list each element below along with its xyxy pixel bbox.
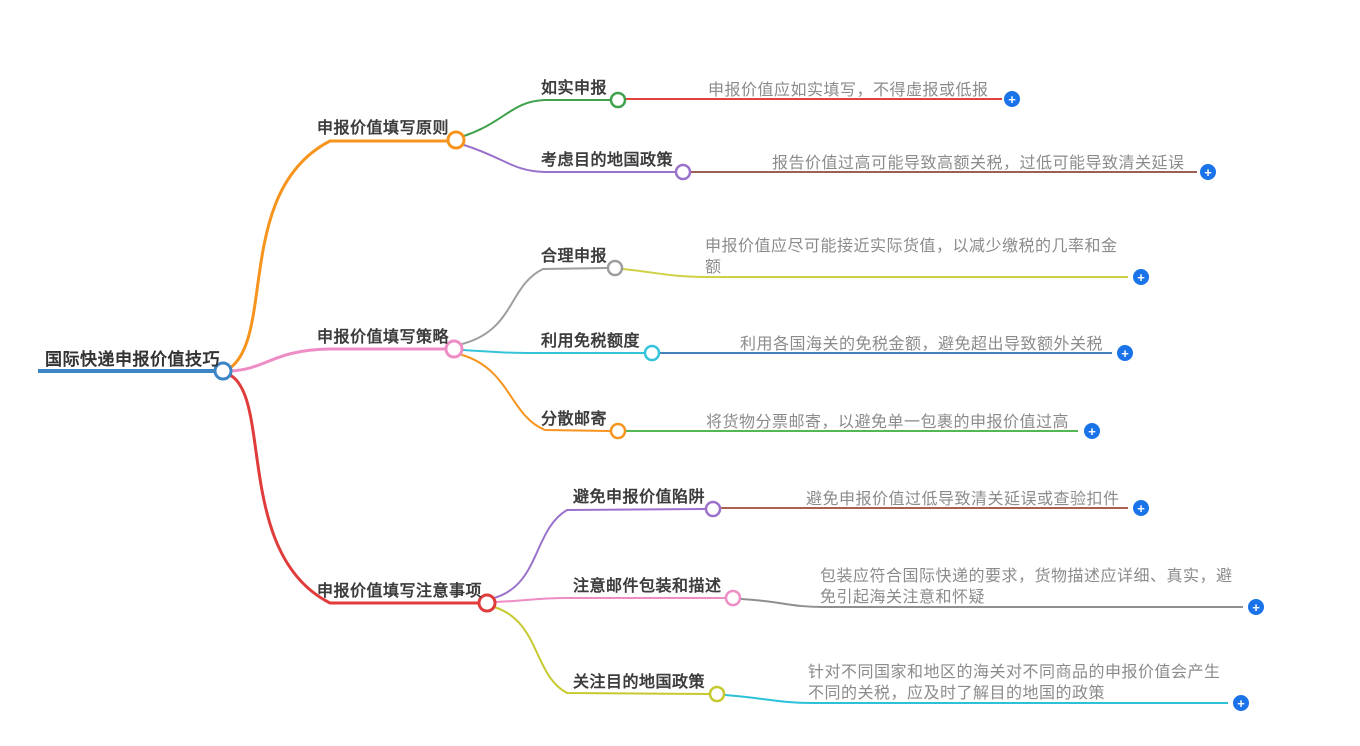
- leaf-note-dutyfree[interactable]: 利用各国海关的免税金额，避免超出导致额外关税: [740, 336, 1104, 353]
- plus-icon: +: [1008, 91, 1016, 107]
- child-handle-split[interactable]: [609, 422, 627, 440]
- add-child-button-trap[interactable]: +: [1133, 500, 1149, 516]
- plus-icon: +: [1121, 345, 1129, 361]
- child-handle-packaging[interactable]: [724, 589, 742, 607]
- leaf-note-trap[interactable]: 避免申报价值过低导致清关延误或查验扣件: [806, 491, 1120, 508]
- child-handle-policy[interactable]: [674, 163, 692, 181]
- child-curve-packaging: [494, 597, 726, 603]
- add-child-button-packaging[interactable]: +: [1248, 599, 1264, 615]
- plus-icon: +: [1137, 269, 1145, 285]
- add-child-button-reasonable[interactable]: +: [1133, 269, 1149, 285]
- leaf-note-policy[interactable]: 报告价值过高可能导致高额关税，过低可能导致清关延误: [772, 155, 1185, 172]
- leaf-note-destination[interactable]: 针对不同国家和地区的海关对不同商品的申报价值会产生不同的关税，应及时了解目的地国…: [808, 664, 1221, 702]
- child-label-split[interactable]: 分散邮寄: [541, 411, 608, 428]
- add-child-button-split[interactable]: +: [1084, 423, 1100, 439]
- plus-icon: +: [1237, 695, 1245, 711]
- child-label-packaging[interactable]: 注意邮件包装和描述: [573, 578, 722, 595]
- child-handle-trap[interactable]: [704, 500, 722, 518]
- leaf-note-reasonable[interactable]: 申报价值应尽可能接近实际货值，以减少缴税的几率和金额: [705, 238, 1118, 276]
- child-handle-dutyfree[interactable]: [643, 344, 661, 362]
- leaf-note-split[interactable]: 将货物分票邮寄，以避免单一包裹的申报价值过高: [706, 414, 1070, 431]
- child-label-destination[interactable]: 关注目的地国政策: [573, 674, 706, 691]
- root-node-label[interactable]: 国际快递申报价值技巧: [45, 350, 220, 369]
- child-label-policy[interactable]: 考虑目的地国政策: [541, 152, 674, 169]
- plus-icon: +: [1088, 423, 1096, 439]
- plus-icon: +: [1137, 500, 1145, 516]
- child-handle-reasonable[interactable]: [606, 259, 624, 277]
- child-label-honest[interactable]: 如实申报: [541, 80, 608, 97]
- leaf-note-honest[interactable]: 申报价值应如实填写，不得虚报或低报: [708, 82, 989, 99]
- child-handle-honest[interactable]: [609, 91, 627, 109]
- plus-icon: +: [1252, 599, 1260, 615]
- child-label-trap[interactable]: 避免申报价值陷阱: [573, 489, 706, 506]
- add-child-button-dutyfree[interactable]: +: [1117, 345, 1133, 361]
- add-child-button-destination[interactable]: +: [1233, 695, 1249, 711]
- branch-curve-notes: [228, 373, 481, 605]
- branch-label-strategy[interactable]: 申报价值填写策略: [317, 329, 450, 346]
- branch-label-notes[interactable]: 申报价值填写注意事项: [317, 583, 483, 600]
- branch-curve-strategy: [228, 347, 448, 373]
- child-handle-destination[interactable]: [708, 685, 726, 703]
- branch-handle-principle[interactable]: [446, 130, 466, 150]
- branch-label-principle[interactable]: 申报价值填写原则: [317, 120, 450, 137]
- leaf-note-packaging[interactable]: 包装应符合国际快递的要求，货物描述应详细、真实，避免引起海关注意和怀疑: [820, 568, 1233, 606]
- plus-icon: +: [1204, 164, 1212, 180]
- child-curve-honest: [463, 99, 611, 137]
- child-label-dutyfree[interactable]: 利用免税额度: [541, 333, 641, 350]
- add-child-button-honest[interactable]: +: [1004, 91, 1020, 107]
- add-child-button-policy[interactable]: +: [1200, 164, 1216, 180]
- child-label-reasonable[interactable]: 合理申报: [541, 248, 608, 265]
